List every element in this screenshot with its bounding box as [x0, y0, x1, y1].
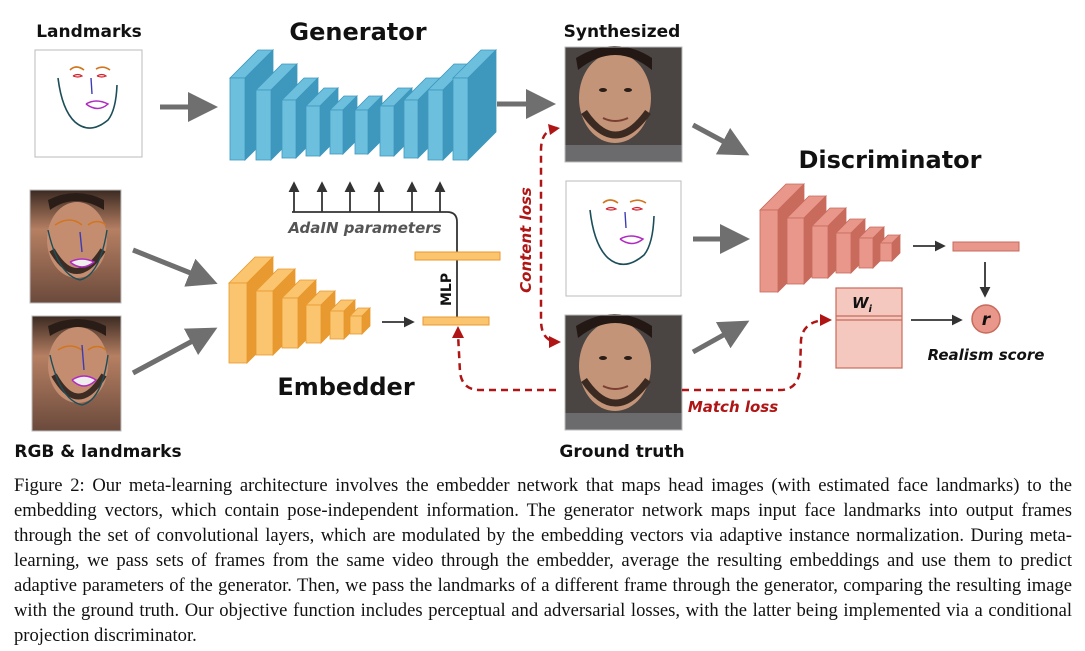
landmarks-sketch-top: [34, 49, 143, 158]
embedder-network: [228, 256, 371, 364]
match-loss-path: [452, 314, 832, 392]
match-loss-label: Match loss: [688, 398, 778, 416]
synthesized-image: [564, 46, 683, 163]
rgb-landmarks-label: RGB & landmarks: [14, 442, 181, 462]
content-loss-label: Content loss: [517, 187, 535, 293]
realism-score-symbol: r: [982, 310, 992, 330]
discriminator-network: [759, 183, 901, 293]
generator-network: [229, 49, 497, 161]
rgb-face-image-2: [31, 315, 122, 432]
arrow-gt-discriminator: [691, 320, 750, 355]
mlp-block: [414, 251, 501, 326]
generator-layer-4: [305, 87, 339, 157]
landmarks-label: Landmarks: [36, 22, 142, 42]
adain-label: AdaIN parameters: [287, 219, 441, 237]
arrow-rgb2-embedder: [131, 327, 218, 376]
wi-label: Wi: [852, 294, 873, 315]
generator-layer-10: [452, 49, 497, 161]
discriminator-label: Discriminator: [798, 146, 981, 174]
mlp-label: MLP: [439, 273, 455, 306]
embedder-layer-6: [349, 307, 371, 335]
content-loss-path: [539, 124, 561, 348]
generator-label: Generator: [289, 18, 426, 46]
embedder-label: Embedder: [277, 373, 414, 401]
arrow-rgb1-embedder: [132, 247, 218, 287]
realism-score-label: Realism score: [928, 346, 1045, 364]
figure-caption: Figure 2: Our meta-learning architecture…: [14, 475, 1072, 646]
generator-layer-6: [354, 95, 383, 155]
rgb-face-image-1: [29, 189, 122, 304]
arrow-synth-discriminator: [691, 122, 750, 156]
generator-layer-5: [329, 95, 358, 155]
discriminator-feature-vector: [952, 241, 1020, 252]
architecture-diagram: Landmarks Generator AdaIN parameters: [14, 18, 1045, 462]
synthesized-label: Synthesized: [564, 22, 681, 42]
discriminator-layer-6: [879, 234, 901, 262]
ground-truth-image: [564, 314, 683, 431]
adain-arrows: [288, 181, 458, 318]
realism-score-node: [971, 304, 1001, 334]
landmarks-sketch-middle: [565, 180, 682, 297]
projection-matrix-wi: [835, 287, 903, 369]
ground-truth-label: Ground truth: [559, 442, 684, 462]
